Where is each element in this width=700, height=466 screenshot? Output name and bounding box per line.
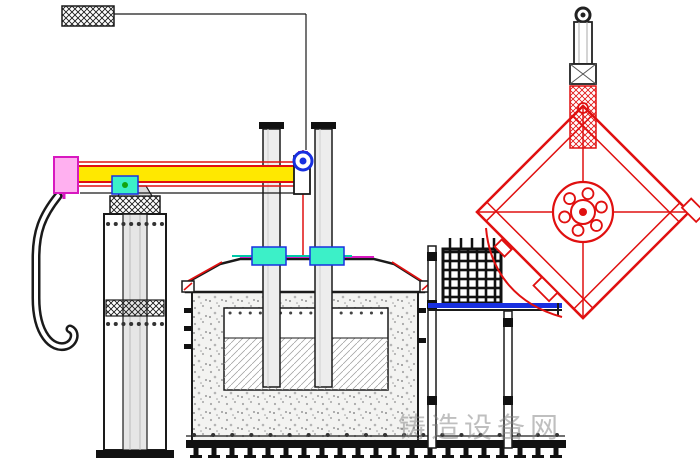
jib-bracket (61, 5, 115, 27)
mast-cap (109, 195, 161, 215)
pour-spout (680, 197, 700, 224)
stand-post-right (503, 310, 513, 449)
ladle-lip-arc (485, 227, 563, 318)
roof-clamp-left (251, 246, 287, 266)
roof-clamps (232, 246, 352, 266)
mast-base (96, 450, 174, 458)
electrode-mast (96, 185, 174, 458)
base-platform (186, 433, 566, 458)
lifting-hook (31, 191, 79, 352)
ladle-shell (475, 104, 700, 320)
arm-beam (75, 165, 307, 183)
electrode-arm (53, 150, 314, 257)
watermark-text: 铸造设备网 (398, 411, 563, 444)
ladle-cylinder (573, 21, 593, 65)
melt-bath (224, 338, 388, 390)
grid-panel (441, 238, 503, 305)
stand-rail (428, 303, 562, 308)
jib-cable (61, 5, 307, 150)
arm-pin (122, 182, 128, 188)
mast-guide-band (105, 299, 165, 317)
roof-clamp-right (309, 246, 345, 266)
stand-post-left (427, 245, 437, 449)
base-feet (190, 448, 562, 458)
furnace-shell (181, 256, 433, 448)
mast-cylinder (122, 213, 148, 451)
tilting-ladle (475, 6, 700, 320)
arm-end-block (53, 156, 79, 194)
base-rail (186, 440, 566, 448)
furnace-roof (184, 257, 426, 294)
